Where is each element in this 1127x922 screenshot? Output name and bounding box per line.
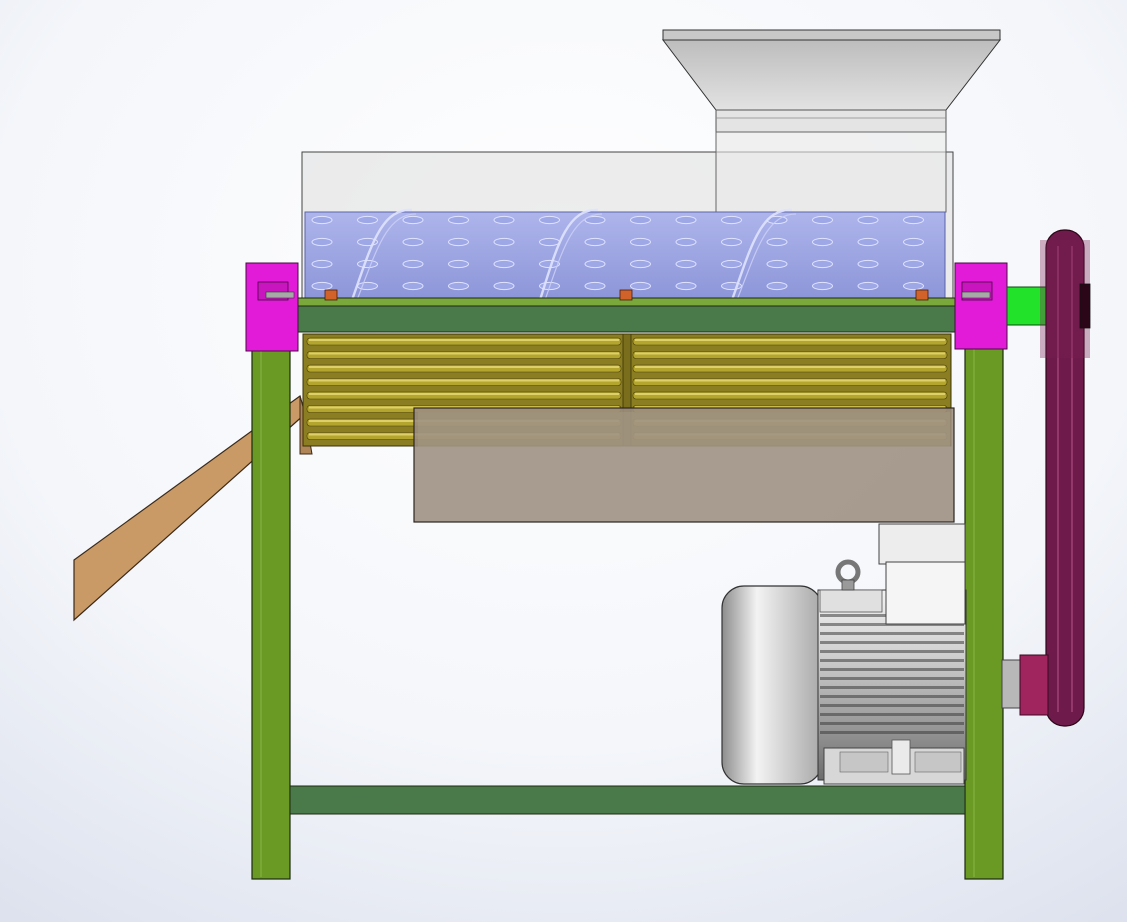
v-belt xyxy=(1045,229,1085,727)
mounting-bolts xyxy=(324,289,929,301)
drum-hole xyxy=(721,237,742,247)
motor-fin xyxy=(820,722,964,725)
drum-hole xyxy=(584,237,606,247)
motor-fin xyxy=(820,650,964,653)
drum-hole xyxy=(493,215,515,225)
bolt-icon xyxy=(619,289,633,301)
drum-hole xyxy=(402,259,424,269)
drum-hole xyxy=(493,259,515,269)
drum-hole xyxy=(675,281,697,291)
frame-leg-right xyxy=(964,303,1004,880)
motor-end-cap xyxy=(721,585,823,785)
frame xyxy=(251,303,1004,880)
drum-hole xyxy=(402,237,424,247)
drum-hole xyxy=(630,215,651,225)
drum-hole xyxy=(311,237,333,247)
drum-hole xyxy=(539,215,560,225)
motor-fin xyxy=(820,659,964,662)
drum-hole xyxy=(766,259,788,269)
drum-hole xyxy=(857,259,879,269)
drum-hole xyxy=(630,281,651,291)
screen-bar-highlight xyxy=(309,352,619,355)
drum-hole xyxy=(903,281,924,291)
drum-hole xyxy=(630,237,651,247)
drum-hole xyxy=(311,215,333,225)
screen-bar-highlight xyxy=(635,366,945,368)
drum-hole xyxy=(812,237,833,247)
bolt-icon xyxy=(915,289,929,301)
drum-hole xyxy=(812,259,833,269)
screen-bar-highlight xyxy=(309,366,619,368)
perforated-drum xyxy=(304,211,946,301)
motor-fin xyxy=(820,677,964,680)
bearing-block-left xyxy=(245,262,299,352)
drum-hole xyxy=(402,215,424,225)
screen-bar-highlight xyxy=(635,339,945,341)
motor-fin xyxy=(820,686,964,689)
drum-hole xyxy=(857,237,879,247)
screen-bar-highlight xyxy=(635,393,945,395)
drum-hole xyxy=(721,259,742,269)
screen-bar-highlight xyxy=(635,379,945,382)
bearing-block-right xyxy=(954,262,1008,350)
drum-hole xyxy=(812,215,833,225)
motor-fin xyxy=(820,641,964,644)
electric-motor xyxy=(721,523,967,785)
motor-fin xyxy=(820,668,964,671)
drum-hole xyxy=(539,237,560,247)
large-pulley xyxy=(1040,240,1091,358)
drum-hole xyxy=(357,281,378,291)
drum-hole xyxy=(448,259,469,269)
drum-hole xyxy=(448,281,469,291)
motor-fin xyxy=(820,695,964,698)
drum-hole xyxy=(357,259,378,269)
drum-hole xyxy=(357,215,378,225)
screen-bar-highlight xyxy=(635,352,945,355)
drive-shaft xyxy=(1006,286,1050,326)
drum-hole xyxy=(630,259,651,269)
motor-fin xyxy=(820,704,964,707)
drum-hole xyxy=(721,215,742,225)
screen-bar-highlight xyxy=(309,393,619,395)
drum-hole xyxy=(812,281,833,291)
drum-hole xyxy=(903,215,924,225)
drum-hole xyxy=(675,215,697,225)
hopper xyxy=(661,29,1002,133)
terminal-box xyxy=(878,523,966,565)
drum-hole xyxy=(311,281,333,291)
drum-hole xyxy=(493,237,515,247)
lifting-eye-icon xyxy=(835,559,861,591)
motor-pulley xyxy=(1001,654,1049,716)
motor-fin xyxy=(820,713,964,716)
drum-hole xyxy=(903,237,924,247)
top-beam xyxy=(259,297,997,333)
drum-hole xyxy=(448,237,469,247)
drum-hole xyxy=(584,259,606,269)
spiral-flight xyxy=(350,208,797,301)
motor-fin xyxy=(820,632,964,635)
drum-hole xyxy=(675,237,697,247)
bolt-icon xyxy=(324,289,338,301)
frame-leg-left xyxy=(251,303,291,880)
screen-bar-highlight xyxy=(309,379,619,382)
frame-bottom-beam xyxy=(289,785,966,815)
drum-hole xyxy=(493,281,515,291)
drum-hole xyxy=(675,259,697,269)
drum-hole xyxy=(766,281,788,291)
drum-hole xyxy=(857,281,879,291)
drum-hole xyxy=(766,237,788,247)
drum-hole xyxy=(857,215,879,225)
drum-holes xyxy=(311,215,924,291)
drum-hole xyxy=(448,215,469,225)
drum-hole xyxy=(584,215,606,225)
drum-hole xyxy=(903,259,924,269)
drum-hole xyxy=(311,259,333,269)
motor-fin xyxy=(820,731,964,734)
screen-bar-highlight xyxy=(309,339,619,341)
collection-tray xyxy=(413,407,955,523)
drum-hole xyxy=(402,281,424,291)
drum-hole xyxy=(584,281,606,291)
